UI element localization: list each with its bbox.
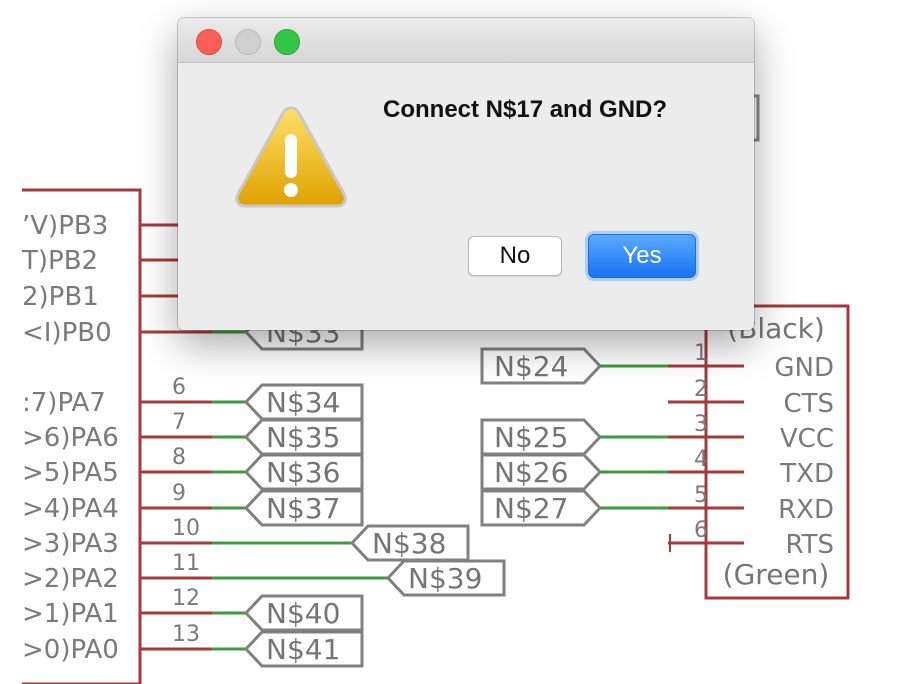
left-pin-label: >2)PA2 (22, 564, 119, 594)
net-label-text: N$26 (494, 456, 568, 489)
net-label-box[interactable] (243, 453, 364, 491)
net-label-box[interactable] (243, 594, 364, 632)
left-pin-label: 2)PB1 (22, 282, 99, 312)
net-label-text: N$25 (494, 421, 568, 454)
dialog-message: Connect N$17 and GND? (383, 96, 668, 123)
connector-pin-number: 5 (694, 483, 708, 508)
left-pin-number: 10 (172, 516, 200, 541)
dialog-titlebar[interactable] (178, 18, 754, 63)
left-pin-number: 11 (172, 551, 200, 576)
left-pin-label: >3)PA3 (22, 529, 119, 559)
left-pin-number: 13 (172, 622, 200, 647)
warning-icon (235, 106, 347, 208)
connector-footer-label: (Green) (723, 558, 830, 591)
left-pin-number: 6 (172, 375, 186, 400)
net-label-text: N$41 (266, 633, 340, 666)
net-label-text: N$35 (266, 421, 340, 454)
connector-pin-name: CTS (783, 389, 834, 419)
left-pin-number: 12 (172, 586, 200, 611)
minimize-window-button[interactable] (235, 29, 261, 55)
connector-pin-number: 2 (694, 377, 708, 402)
net-label-box[interactable] (243, 383, 364, 421)
mid-net-labels: N$24N$25N$26N$27 (480, 347, 668, 527)
left-pin-label: T)PB2 (21, 246, 98, 276)
confirm-dialog: Connect N$17 and GND? No Yes (178, 18, 754, 330)
left-pin-label: ’V)PB3 (22, 211, 108, 241)
net-label-text: N$34 (266, 386, 340, 419)
left-pin-number: 9 (172, 481, 186, 506)
net-label-box[interactable] (385, 559, 506, 597)
connector-outline (704, 304, 850, 600)
net-label-text: N$27 (494, 492, 568, 525)
left-part-outline (22, 188, 142, 684)
connector-pin-name: VCC (780, 424, 834, 454)
net-label-text: N$37 (266, 492, 340, 525)
connector-pin-number: 3 (694, 412, 708, 437)
net-label-box[interactable] (480, 418, 603, 456)
left-pin-number: 7 (172, 410, 186, 435)
close-window-button[interactable] (196, 29, 222, 55)
net-label-box[interactable] (480, 489, 603, 527)
net-label-box[interactable] (243, 630, 364, 668)
connector-pin-number: 4 (694, 447, 708, 472)
no-button[interactable]: No (468, 236, 562, 276)
left-pin-label: >5)PA5 (22, 458, 119, 488)
connector-pin-name: GND (774, 353, 834, 383)
net-label-box[interactable] (480, 347, 603, 385)
net-label-text: N$38 (372, 527, 446, 560)
left-net-labels: N$33N$34N$35N$36N$37N$38N$39N$40N$41 (212, 313, 506, 668)
left-part[interactable] (22, 188, 142, 684)
left-pin-number: 8 (172, 445, 186, 470)
connector-pin-name: TXD (779, 459, 834, 489)
zoom-window-button[interactable] (274, 29, 300, 55)
left-pin-label: >4)PA4 (22, 494, 119, 524)
net-label-text: N$24 (494, 350, 568, 383)
net-label-box[interactable] (243, 418, 364, 456)
connector-pin-number: 6 (694, 518, 708, 543)
left-pin-label: >1)PA1 (22, 599, 119, 629)
net-label-text: N$40 (266, 597, 340, 630)
connector-pin-number: 1 (694, 341, 708, 366)
net-label-box[interactable] (349, 524, 470, 562)
yes-button[interactable]: Yes (588, 234, 696, 278)
net-label-text: N$39 (408, 562, 482, 595)
connector-pin-name: RXD (778, 495, 834, 525)
left-pin-label: >6)PA6 (22, 423, 119, 453)
left-pin-label: <I)PB0 (22, 318, 112, 348)
connector-pin-name: RTS (785, 530, 834, 560)
net-label-box[interactable] (243, 489, 364, 527)
net-label-box[interactable] (480, 453, 603, 491)
left-pin-label: >0)PA0 (22, 635, 119, 665)
left-pin-label: :7)PA7 (22, 388, 106, 418)
net-label-text: N$36 (266, 456, 340, 489)
